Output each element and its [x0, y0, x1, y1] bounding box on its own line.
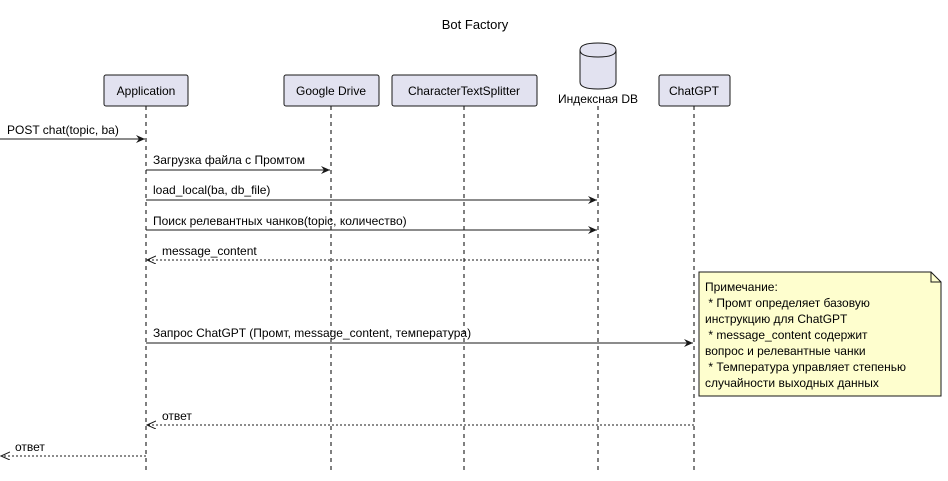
message-chatgpt-request-label: Запрос ChatGPT (Промт, message_content, … [153, 326, 471, 340]
participant-google-drive: Google Drive [283, 74, 380, 107]
message-load-local: load_local(ba, db_file) [146, 183, 597, 204]
message-post-chat-label: POST chat(topic, ba) [7, 123, 119, 137]
return-answer-chatgpt-label: ответ [162, 409, 192, 423]
diagram-title: Bot Factory [442, 17, 509, 32]
message-load-prompt-label: Загрузка файла с Промтом [153, 153, 305, 167]
message-post-chat: POST chat(topic, ba) [0, 123, 145, 143]
participant-chatgpt: ChatGPT [658, 74, 731, 107]
participant-application: Application [103, 74, 189, 107]
note-line-7: случайности выходных данных [705, 376, 879, 390]
participant-google-drive-label: Google Drive [296, 84, 366, 98]
note-line-6: * Температура управляет степенью [705, 360, 906, 374]
participant-chatgpt-label: ChatGPT [669, 84, 720, 98]
note-line-2: * Промт определяет базовую [705, 296, 870, 310]
message-search-chunks-label: Поиск релевантных чанков(topic, количест… [153, 214, 407, 228]
message-load-local-label: load_local(ba, db_file) [153, 183, 270, 197]
database-icon [579, 42, 617, 90]
message-search-chunks: Поиск релевантных чанков(topic, количест… [146, 214, 597, 234]
note-line-4: * message_content содержит [705, 328, 868, 342]
note-line-3: инструкцию для ChatGPT [705, 312, 848, 326]
return-message-content-label: message_content [162, 244, 257, 258]
note-line-5: вопрос и релевантные чанки [705, 344, 866, 358]
message-load-prompt: Загрузка файла с Промтом [146, 153, 330, 174]
note: Примечание: * Промт определяет базовую и… [698, 271, 942, 397]
note-line-1: Примечание: [705, 280, 778, 294]
participant-splitter-label: CharacterTextSplitter [408, 84, 520, 98]
participant-index-db-label: Индексная DB [558, 92, 638, 106]
participant-splitter: CharacterTextSplitter [391, 74, 538, 107]
return-message-content: message_content [147, 244, 598, 260]
participant-index-db: Индексная DB [558, 42, 638, 106]
return-answer-chatgpt: ответ [147, 409, 694, 425]
return-answer-client-label: ответ [15, 440, 45, 454]
message-chatgpt-request: Запрос ChatGPT (Промт, message_content, … [146, 326, 693, 347]
return-answer-client: ответ [1, 440, 146, 456]
participant-application-label: Application [117, 84, 176, 98]
